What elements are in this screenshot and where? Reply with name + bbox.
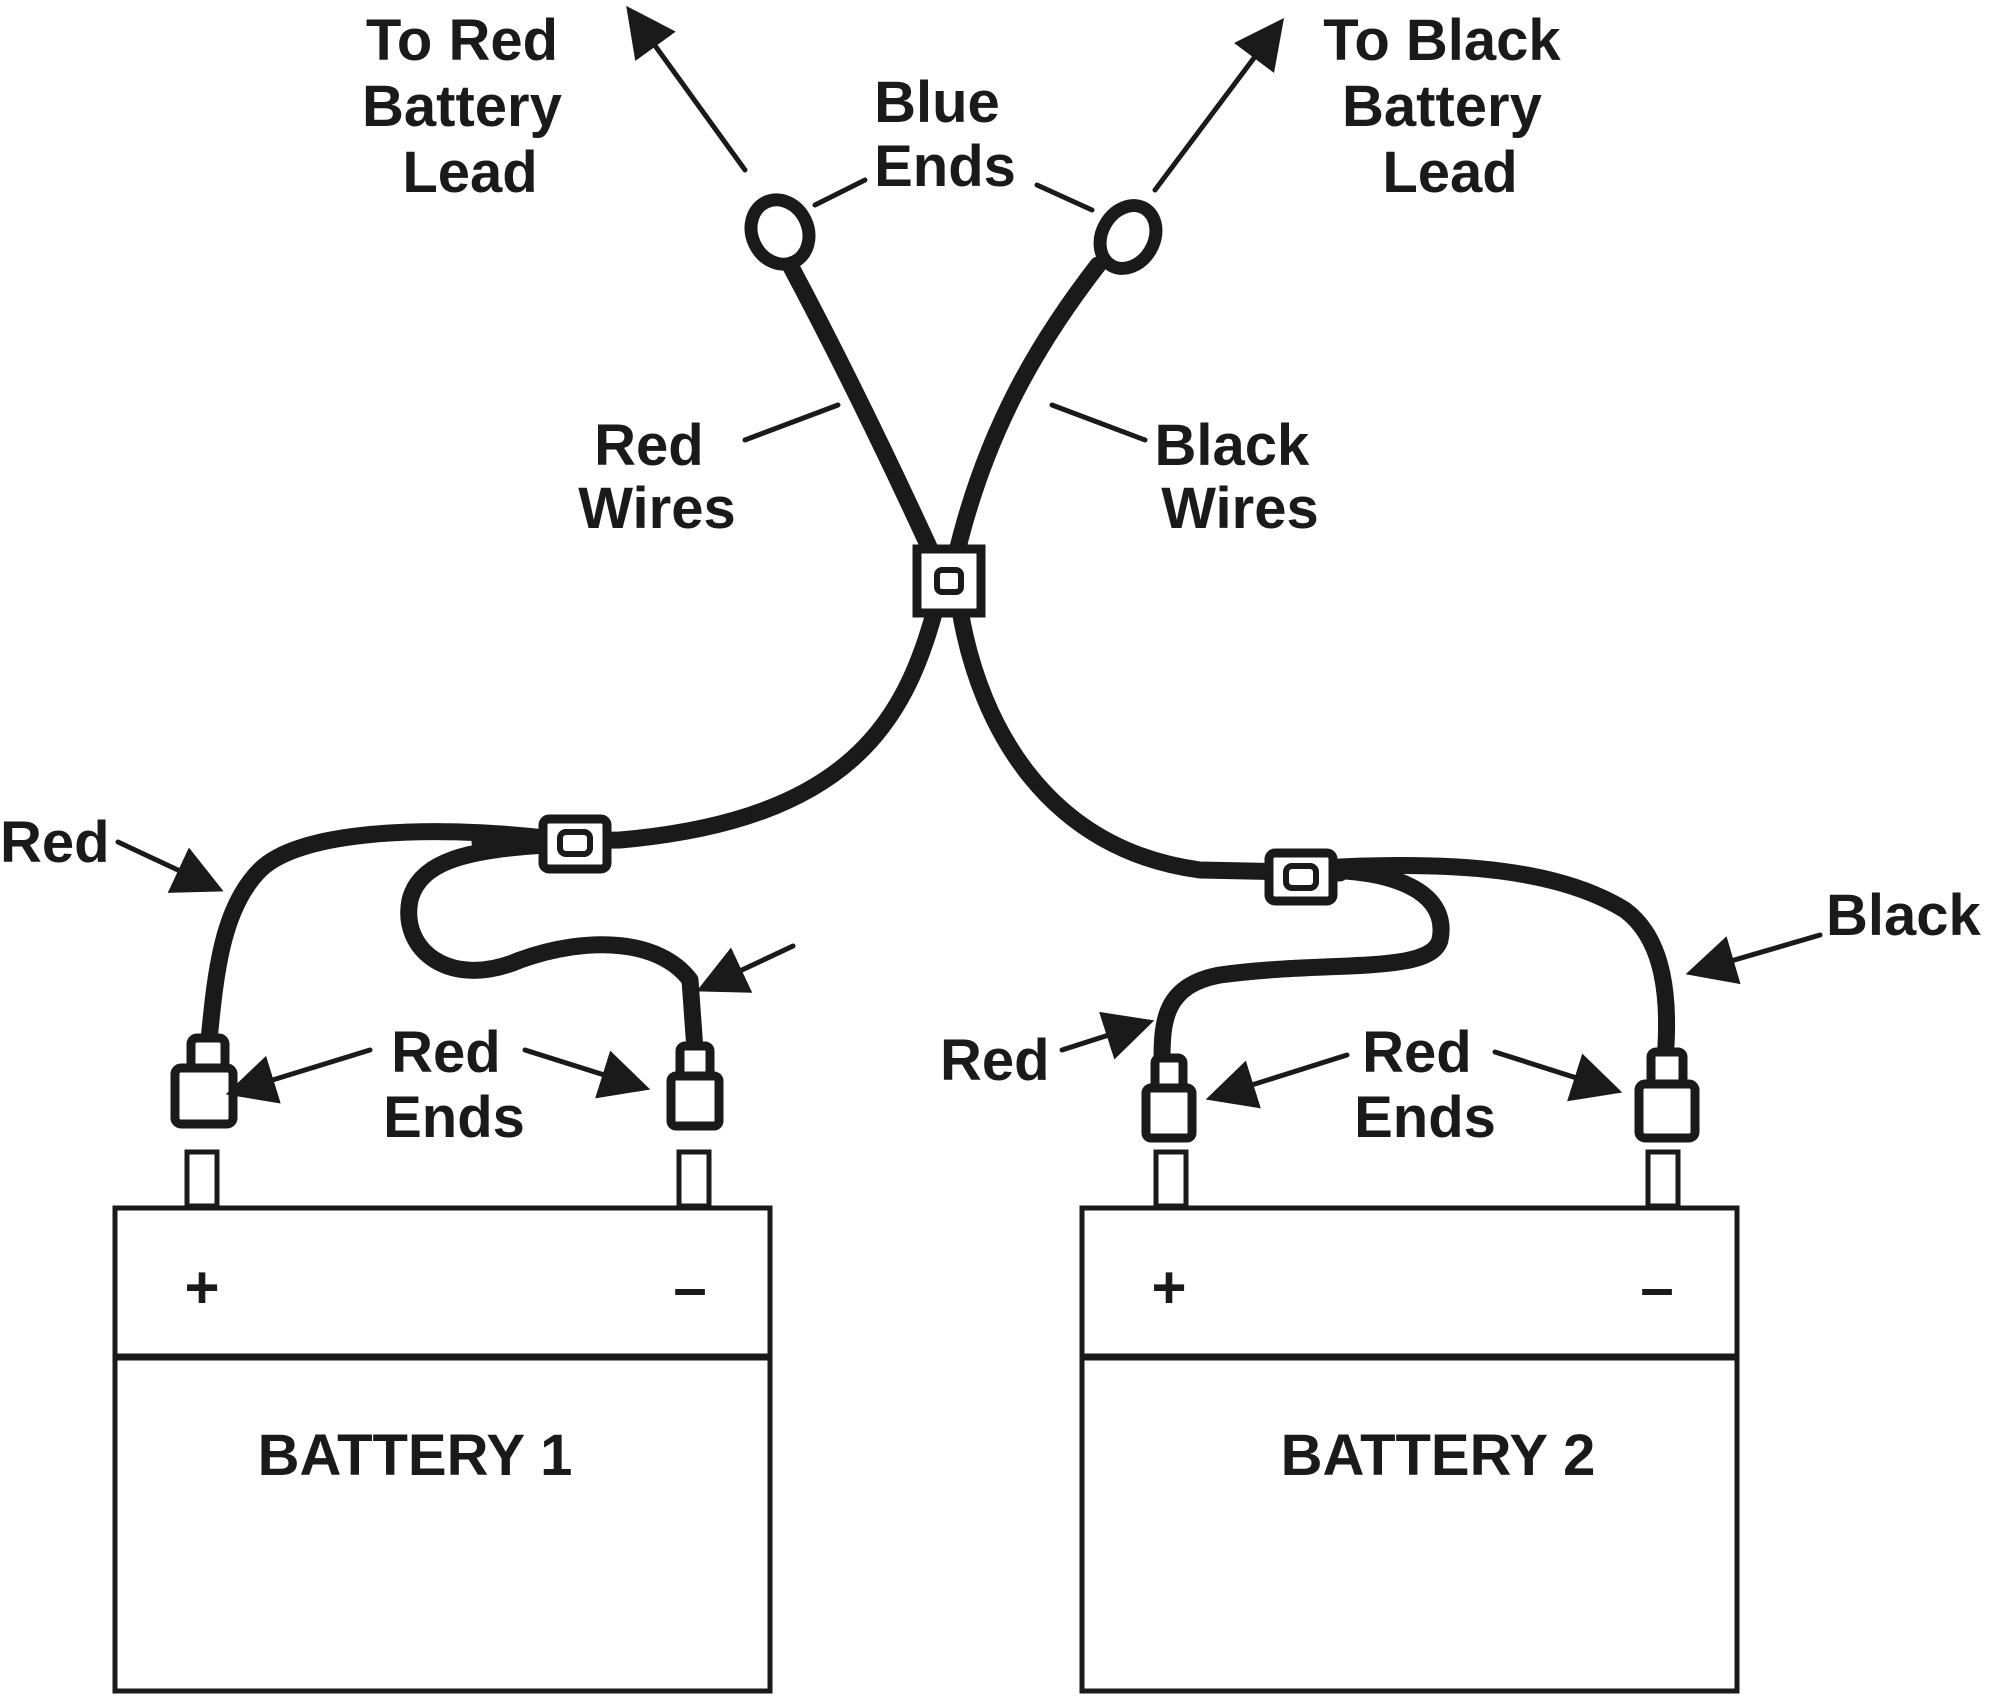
battery-1-negative-post xyxy=(676,1149,712,1209)
red-ends-arrow-left-1 xyxy=(225,1047,373,1104)
red-wires-line-2: Wires xyxy=(578,476,735,541)
battery-1-case xyxy=(112,1205,773,1694)
red-wires-line-1: Red xyxy=(594,413,704,478)
black-wires-line-2: Wires xyxy=(1161,476,1318,541)
to-red-lead-arrow xyxy=(626,5,748,173)
black-right-label: Black xyxy=(1826,883,1982,948)
to-black-lead-line-2: Battery xyxy=(1342,74,1542,139)
cable-harness xyxy=(199,256,1676,1069)
battery-1-plus-sign: + xyxy=(184,1254,219,1321)
red-wires-label: Red Wires xyxy=(578,413,735,541)
battery-2: + – BATTERY 2 xyxy=(1079,1149,1740,1694)
to-black-lead-line-1: To Black xyxy=(1323,8,1561,73)
trunk-right-wire xyxy=(951,601,1349,882)
battery-1-negative-lead-arrow xyxy=(696,943,796,993)
battery-2-positive-terminal xyxy=(1141,1053,1197,1143)
right-blue-ring-terminal xyxy=(1093,199,1163,275)
battery-2-case xyxy=(1079,1205,1740,1694)
red-left-arrow xyxy=(115,839,224,893)
red-right-label: Red xyxy=(940,1028,1050,1093)
to-black-lead-arrow xyxy=(1152,18,1284,193)
leader-lines xyxy=(115,5,1823,1109)
center-splice-hole xyxy=(934,567,964,595)
battery-1-negative-lead xyxy=(400,836,704,1059)
trunk-left-wire xyxy=(471,601,944,851)
battery-1-minus-sign: – xyxy=(673,1254,706,1321)
red-wires-leader xyxy=(742,402,841,443)
red-ends-label-1: Red Ends xyxy=(383,1020,525,1150)
red-ends-1-line-2: Ends xyxy=(383,1085,525,1150)
red-ends-arrow-left-2 xyxy=(1205,1052,1350,1109)
blue-ring-terminals xyxy=(744,193,1163,275)
labels: To Red Battery Lead To Black Battery Lea… xyxy=(0,8,1982,1150)
blue-ends-leader-left xyxy=(812,177,868,208)
battery-2-plus-sign: + xyxy=(1151,1254,1186,1321)
red-ends-label-2: Red Ends xyxy=(1354,1020,1496,1150)
black-wires-label: Black Wires xyxy=(1155,413,1326,541)
battery-2-negative-lead xyxy=(1311,856,1676,1069)
red-left-label: Red xyxy=(0,810,110,875)
red-ends-arrow-right-1 xyxy=(522,1047,651,1099)
splice-connectors xyxy=(538,544,1338,906)
to-red-lead-line-3: Lead xyxy=(402,140,537,205)
to-black-lead-line-3: Lead xyxy=(1382,140,1517,205)
blue-ends-leader-right xyxy=(1034,182,1095,213)
battery-2-negative-post xyxy=(1645,1149,1681,1209)
right-splice-hole xyxy=(1283,863,1319,891)
battery-1-positive-terminal xyxy=(170,1033,238,1129)
battery-2-positive-lead xyxy=(1153,861,1450,1069)
red-end-terminals xyxy=(170,1033,1700,1143)
battery-2-title: BATTERY 2 xyxy=(1281,1423,1596,1488)
red-ends-2-line-2: Ends xyxy=(1354,1085,1496,1150)
battery-1: + – BATTERY 1 xyxy=(112,1149,773,1694)
red-ends-1-line-1: Red xyxy=(391,1020,501,1085)
left-splice-hole xyxy=(557,829,593,857)
black-wires-leader xyxy=(1049,402,1148,443)
to-red-lead-line-1: To Red xyxy=(366,8,558,73)
red-right-arrow xyxy=(1059,1011,1155,1060)
red-ends-2-line-1: Red xyxy=(1362,1020,1472,1085)
upper-black-wire xyxy=(946,256,1107,569)
battery-1-title: BATTERY 1 xyxy=(258,1423,573,1488)
battery-2-negative-terminal xyxy=(1634,1047,1700,1143)
black-wires-line-1: Black xyxy=(1155,413,1311,478)
battery-1-positive-lead xyxy=(199,823,554,1059)
to-red-lead-label: To Red Battery Lead xyxy=(362,8,578,205)
red-ends-arrow-right-2 xyxy=(1492,1049,1623,1102)
blue-ends-label: Blue Ends xyxy=(874,70,1016,199)
left-blue-ring-terminal xyxy=(744,193,816,271)
battery-2-minus-sign: – xyxy=(1640,1254,1673,1321)
battery-2-positive-post xyxy=(1153,1149,1189,1209)
upper-red-wire xyxy=(781,256,944,569)
blue-ends-line-1: Blue xyxy=(874,70,1000,135)
blue-ends-line-2: Ends xyxy=(874,134,1016,199)
black-right-arrow xyxy=(1685,932,1823,985)
battery-1-positive-post xyxy=(184,1149,220,1209)
to-red-lead-line-2: Battery xyxy=(362,74,562,139)
battery-1-negative-terminal xyxy=(666,1041,724,1131)
to-black-lead-label: To Black Battery Lead xyxy=(1323,8,1577,205)
